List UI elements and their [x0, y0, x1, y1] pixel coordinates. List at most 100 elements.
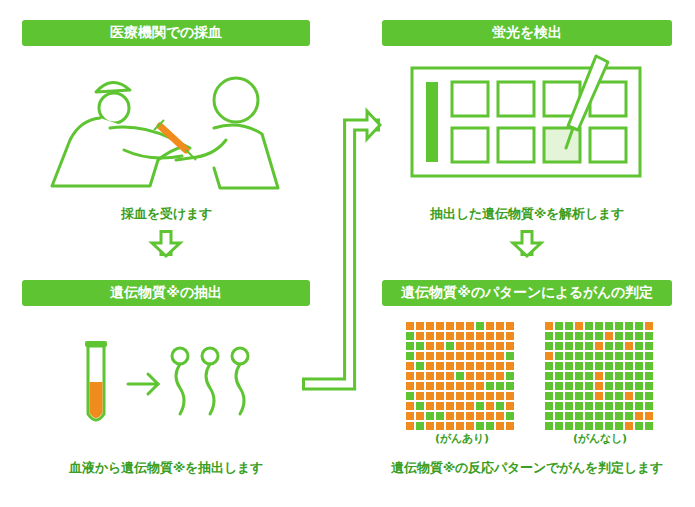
pattern-cell: [565, 322, 573, 330]
pattern-cell: [605, 382, 613, 390]
header-band: 遺伝物質※の抽出: [22, 280, 310, 306]
pattern-cell: [496, 402, 504, 410]
pattern-cell: [575, 382, 583, 390]
pattern-cell: [446, 372, 454, 380]
pattern-cell: [545, 362, 553, 370]
pattern-cell: [545, 392, 553, 400]
pattern-cell: [615, 362, 623, 370]
pattern-cell: [406, 332, 414, 340]
pattern-cell: [486, 372, 494, 380]
pattern-cell: [585, 392, 593, 400]
pattern-cell: [605, 362, 613, 370]
pattern-cell: [615, 402, 623, 410]
process-step: 遺伝物質※の抽出血液から遺伝物質※を抽出します: [22, 280, 310, 476]
pattern-cell: [466, 382, 474, 390]
pattern-cell: [555, 322, 563, 330]
pattern-cell: [575, 332, 583, 340]
pattern-cell: [406, 412, 414, 420]
pattern-cell: [436, 332, 444, 340]
pattern-cell: [615, 322, 623, 330]
pattern-cell: [506, 372, 514, 380]
pattern-cell: [456, 382, 464, 390]
pattern-cell: [406, 342, 414, 350]
pattern-cell: [436, 402, 444, 410]
pattern-cell: [446, 362, 454, 370]
pattern-cell: [506, 332, 514, 340]
pattern-cell: [575, 402, 583, 410]
pattern-cell: [595, 362, 603, 370]
pattern-cell: [615, 352, 623, 360]
pattern-cell: [456, 322, 464, 330]
pattern-cell: [496, 362, 504, 370]
pattern-cell: [406, 392, 414, 400]
pattern-cell: [605, 402, 613, 410]
blood-draw-figure: [52, 78, 278, 188]
pattern-cell: [595, 402, 603, 410]
pattern-cell: [476, 342, 484, 350]
step-heading: 遺伝物質※の抽出: [110, 284, 222, 302]
pattern-label: (がんあり): [435, 431, 489, 446]
step-heading: 医療機関での採血: [110, 24, 222, 42]
pattern-cell: [476, 382, 484, 390]
pattern-cell: [426, 332, 434, 340]
pattern-cell: [416, 322, 424, 330]
pattern-cell: [625, 382, 633, 390]
pattern-cell: [466, 322, 474, 330]
pattern-cell: [466, 352, 474, 360]
pipette: [566, 56, 608, 148]
pattern-cell: [565, 342, 573, 350]
pattern-cell: [426, 372, 434, 380]
pattern-cell: [416, 392, 424, 400]
arrow-shaft-inner: [163, 233, 170, 246]
pattern-cell: [436, 342, 444, 350]
syringe: [154, 120, 196, 160]
pattern-cell: [496, 352, 504, 360]
pattern-cell: [585, 362, 593, 370]
pattern-cell: [645, 322, 653, 330]
pattern-cell: [466, 372, 474, 380]
pattern-cell: [506, 362, 514, 370]
pattern-cell: [476, 362, 484, 370]
pattern-cell: [565, 402, 573, 410]
pattern-cell: [486, 322, 494, 330]
pattern-cell: [506, 412, 514, 420]
pattern-cell: [575, 422, 583, 430]
pattern-cell: [476, 412, 484, 420]
pattern-cell: [555, 382, 563, 390]
pattern-cell: [615, 412, 623, 420]
pattern-cell: [595, 352, 603, 360]
pattern-label: (がんなし): [573, 431, 627, 446]
pattern-cell: [506, 322, 514, 330]
pattern-cell: [486, 332, 494, 340]
process-step: 遺伝物質※のパターンによるがんの判定遺伝物質※の反応パターンでがんを判定します: [382, 280, 672, 476]
pattern-cell: [436, 352, 444, 360]
pattern-cell: [506, 402, 514, 410]
pattern-cell: [416, 412, 424, 420]
pattern-cell: [605, 322, 613, 330]
pattern-cell: [585, 352, 593, 360]
pattern-cell: [496, 372, 504, 380]
pattern-cell: [575, 322, 583, 330]
pattern-cell: [615, 372, 623, 380]
pattern-cell: [416, 352, 424, 360]
arrow-shaft-inner: [305, 125, 370, 384]
pattern-cell: [625, 412, 633, 420]
pattern-cell: [625, 322, 633, 330]
pattern-cell: [635, 372, 643, 380]
pattern-cell: [585, 422, 593, 430]
pattern-cell: [436, 422, 444, 430]
pattern-cell: [486, 402, 494, 410]
pattern-cell: [456, 342, 464, 350]
pattern-cell: [416, 372, 424, 380]
pattern-cell: [635, 362, 643, 370]
pattern-cell: [645, 382, 653, 390]
pattern-cell: [625, 422, 633, 430]
pattern-cell: [476, 352, 484, 360]
pattern-cell: [545, 352, 553, 360]
pattern-cell: [476, 422, 484, 430]
pattern-cell: [486, 422, 494, 430]
pattern-cell: [575, 352, 583, 360]
pattern-cell: [595, 322, 603, 330]
pattern-cell: [595, 342, 603, 350]
